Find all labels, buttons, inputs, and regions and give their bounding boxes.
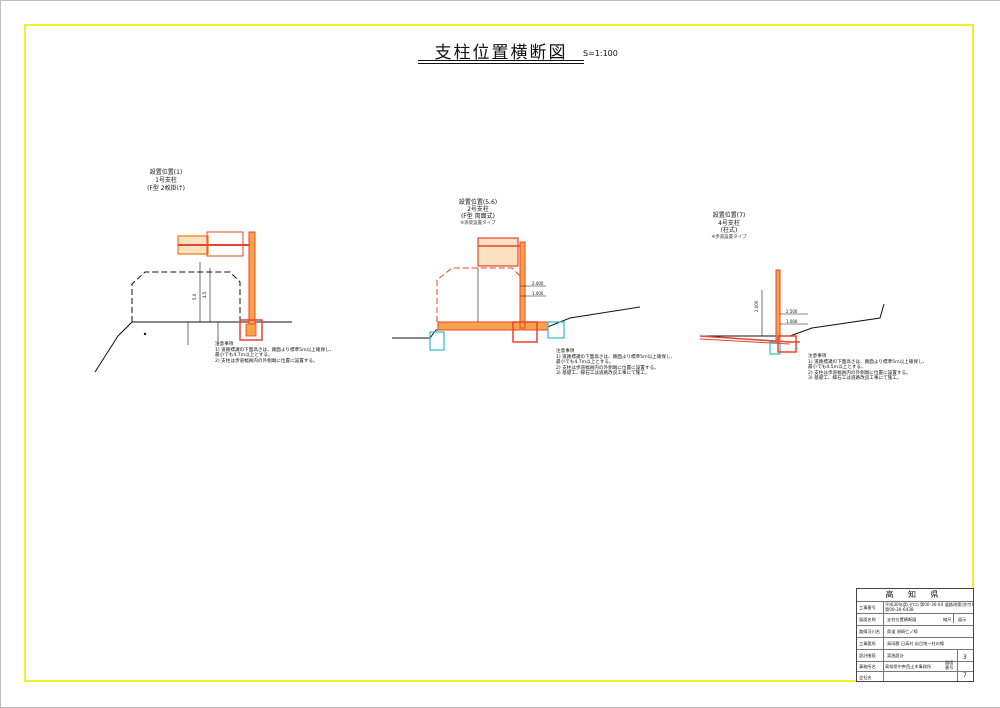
section-2-post: 2号支柱 — [467, 206, 489, 213]
note-line: 注意事項 — [808, 354, 827, 359]
title-block-total-sheets: 7 — [963, 672, 967, 679]
section-1-post — [248, 231, 256, 325]
section-3-heading: 設置位置(7) — [712, 212, 746, 219]
title-block: 高 知 県 工事番号 平成30年度(ゼロ) 第00-30-04 道路改築(交付)… — [856, 588, 974, 682]
section-3-post: 4号支柱 — [718, 220, 740, 227]
note-line: 最小でも4.5m以上とする。 — [808, 365, 866, 371]
section-3-post — [775, 269, 781, 343]
section-3-pavement-line — [699, 338, 791, 345]
section-2-post — [519, 241, 526, 329]
title-block-label: 設計階段 — [859, 653, 876, 658]
section-1-dim-label: 4.5 — [202, 291, 207, 298]
title-block-row-divider — [857, 625, 973, 626]
section-3-dim-label: 1.000 — [786, 319, 798, 324]
section-3-pavement — [699, 335, 800, 343]
section-2-foundation — [512, 321, 538, 343]
title-block-column-divider — [953, 613, 954, 623]
note-line: 最小でも4.7m以上とする。 — [556, 360, 614, 366]
title-block-value: 高知県中央西土木事務所 — [885, 664, 932, 669]
title-block-value: 実施設計 — [887, 653, 904, 658]
section-3-curb — [769, 341, 781, 355]
title-block-value: 平成30年度(ゼロ) 第00-30-04 道路改築(交付) 第00-30-643… — [885, 602, 973, 612]
note-line: 1) 道路標識の下面高さは、路面より標準5m以上確保し、 — [556, 354, 676, 360]
title-block-row-divider — [857, 649, 973, 650]
title-block-row-divider — [857, 661, 973, 662]
note-line: 2) 支柱は歩道幅員内の外側端に位置に設置する。 — [215, 358, 318, 364]
section-1-foundation — [239, 319, 263, 341]
title-block-label: 工事箇所 — [859, 641, 876, 646]
title-underline-second — [418, 63, 584, 64]
title-block-row-divider — [857, 601, 973, 602]
section-2-drawing: 2.000 1.000 — [392, 237, 641, 351]
drawing-scale: S=1:100 — [583, 49, 618, 58]
title-block-label: 会社名 — [859, 675, 872, 680]
section-3-notes: 注意事項 1) 道路標識の下面高さは、路面より標準5m以上確保し、 最小でも4.… — [808, 354, 927, 382]
note-line: 1) 道路標識の下面高さは、路面より標準5m以上確保し、 — [215, 347, 335, 353]
title-block-row-divider — [857, 613, 973, 614]
section-2-curb-right — [547, 321, 565, 339]
title-block-sheet-number: 3 — [963, 654, 967, 661]
note-line: 3) 基礎工、縁石工は道路改良工事にて施工。 — [808, 376, 902, 382]
title-block-extra-label: 縮尺 — [943, 617, 952, 622]
note-line: 注意事項 — [215, 342, 234, 347]
section-1-foundation-core — [245, 323, 257, 337]
title-block-column-divider — [957, 649, 958, 681]
title-block-extra-label: 図面番号 — [945, 660, 954, 670]
title-block-value: 県道 須崎仁ノ線 — [887, 629, 918, 634]
section-3-type: (柱式) — [720, 227, 738, 234]
drawing-title: 支柱位置横断図 — [434, 43, 568, 63]
section-1-drawing: 5.0 4.5 — [94, 231, 292, 373]
title-block-row-divider — [857, 637, 973, 638]
title-block-column-divider — [883, 601, 884, 681]
section-1-vehicle-clearance — [131, 271, 241, 322]
note-line: 1) 道路標識の下面高さは、路面より標準5m以上確保し、 — [808, 359, 928, 365]
section-2-notes: 注意事項 1) 道路標識の下面高さは、路面より標準5m以上確保し、 最小でも4.… — [556, 349, 675, 377]
section-3-drawing: 2.500 1.000 2.000 — [699, 269, 885, 355]
title-block-extra-value: 図示 — [958, 617, 967, 622]
title-block-value: 支柱位置横断図 — [887, 617, 917, 622]
section-2-vehicle-clearance — [436, 267, 523, 322]
title-block-label: 図面名称 — [859, 617, 876, 622]
section-1-dim-label: 5.0 — [192, 293, 197, 300]
section-2-road-slab — [437, 321, 549, 331]
note-line: 注意事項 — [556, 349, 575, 354]
title-block-row-divider — [857, 671, 973, 672]
note-line: 3) 基礎工、縁石工は道路改良工事にて施工。 — [556, 371, 650, 377]
title-block-label: 工事番号 — [859, 605, 876, 610]
section-3-subtitle: ※歩道設置タイプ — [711, 235, 747, 240]
section-1-point-marker — [143, 332, 147, 336]
section-2-heading: 設置位置(5.6) — [458, 199, 498, 206]
note-line: 2) 支柱は歩道幅員内の外側端に位置に設置する。 — [556, 365, 659, 371]
title-underline — [418, 60, 584, 61]
section-3-dim-label: 2.000 — [754, 300, 759, 312]
title-block-value: 高岡郡 日高村 岩目地～柱の線 — [887, 641, 945, 646]
section-3-foundation — [777, 335, 797, 353]
note-line: 最小でも4.7m以上とする。 — [215, 353, 273, 359]
section-2-type: (F型 両面式) — [460, 213, 496, 220]
section-3-ground-line — [700, 303, 885, 337]
section-2-sign-board — [477, 237, 519, 267]
title-block-label: 路線河川名 — [859, 629, 880, 634]
section-2-curb — [429, 331, 445, 351]
section-3-dim-label: 2.500 — [786, 309, 798, 314]
section-2-dim-label: 1.000 — [532, 291, 544, 296]
note-line: 2) 支柱は歩道幅員内の外側端に位置に設置する。 — [808, 370, 911, 376]
section-2-subtitle: ※添架設置タイプ — [460, 221, 496, 226]
section-1-notes: 注意事項 1) 道路標識の下面高さは、路面より標準5m以上確保し、 最小でも4.… — [215, 342, 334, 364]
section-2-dim-label: 2.000 — [532, 281, 544, 286]
section-1-heading: 設置位置(1) — [149, 169, 183, 176]
title-block-label: 事務所名 — [859, 664, 876, 669]
title-block-authority: 高 知 県 — [885, 590, 945, 599]
drawing-frame — [24, 24, 974, 682]
section-1-type: (F型 2枚掛け) — [147, 185, 185, 192]
section-1-post: 1号支柱 — [155, 177, 177, 184]
